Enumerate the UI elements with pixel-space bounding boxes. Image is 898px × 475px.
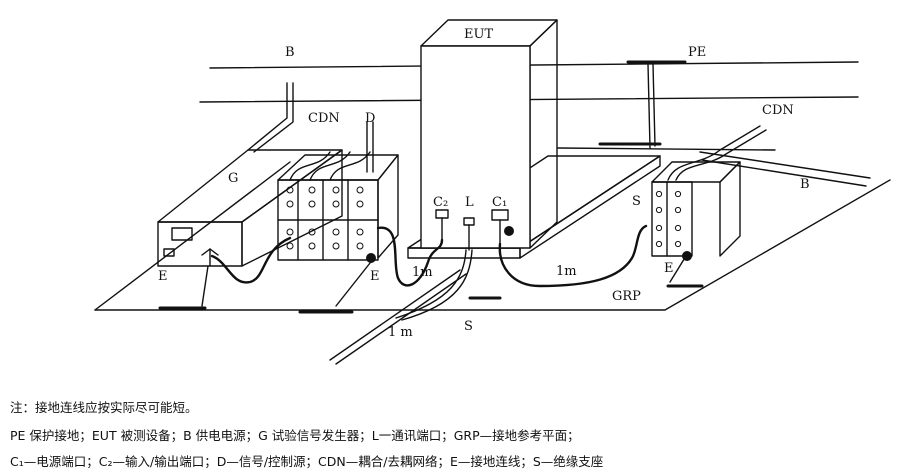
label-ground-right: E <box>664 261 674 276</box>
lower-cable <box>329 269 467 365</box>
label-length-1m-c: 1 m <box>388 325 413 340</box>
communication-cable <box>395 249 473 321</box>
label-support-right: S <box>632 194 641 209</box>
label-support-bottom: S <box>464 319 473 334</box>
signal-generator <box>157 149 343 310</box>
label-power-port: C₁ <box>492 195 507 210</box>
supply-cable-left <box>247 82 294 153</box>
label-length-1m-a: 1m <box>412 265 433 280</box>
cdn-right <box>651 125 871 288</box>
cdn-left-supply-cable <box>289 151 371 181</box>
label-ground-mid: E <box>370 269 380 284</box>
signal-source-cable <box>366 121 374 173</box>
legend-line-1: PE 保护接地；EUT 被测设备；B 供电电源；G 试验信号发生器；L一通讯端口… <box>10 428 580 443</box>
legend-line-2: C₁—电源端口；C₂—输入/输出端口；D—信号/控制源；CDN—耦合/去耦网络；… <box>10 454 604 469</box>
label-cdn-right: CDN <box>762 103 794 118</box>
diagram-labels: B PE EUT CDN D CDN G B S C₂ L C₁ E E E 1… <box>158 27 810 340</box>
label-eut: EUT <box>464 27 493 42</box>
label-io-port: C₂ <box>433 195 448 210</box>
label-signal-source: D <box>365 111 375 126</box>
eut-cabinet <box>420 19 558 251</box>
label-supply-b-left: B <box>285 45 295 60</box>
label-length-1m-b: 1m <box>556 264 577 279</box>
label-cdn-left: CDN <box>308 111 340 126</box>
label-comm-port: L <box>465 195 474 210</box>
note-line-1: 注：接地连线应按实际尽可能短。 <box>10 400 198 415</box>
label-ground-left: E <box>158 269 168 284</box>
label-supply-b-right: B <box>800 177 810 192</box>
cdn-left <box>277 154 399 314</box>
label-generator: G <box>228 171 238 186</box>
test-setup-diagram: B PE EUT CDN D CDN G B S C₂ L C₁ E E E 1… <box>94 19 891 365</box>
label-protective-earth: PE <box>688 45 706 60</box>
label-ground-reference-plane: GRP <box>612 289 641 304</box>
